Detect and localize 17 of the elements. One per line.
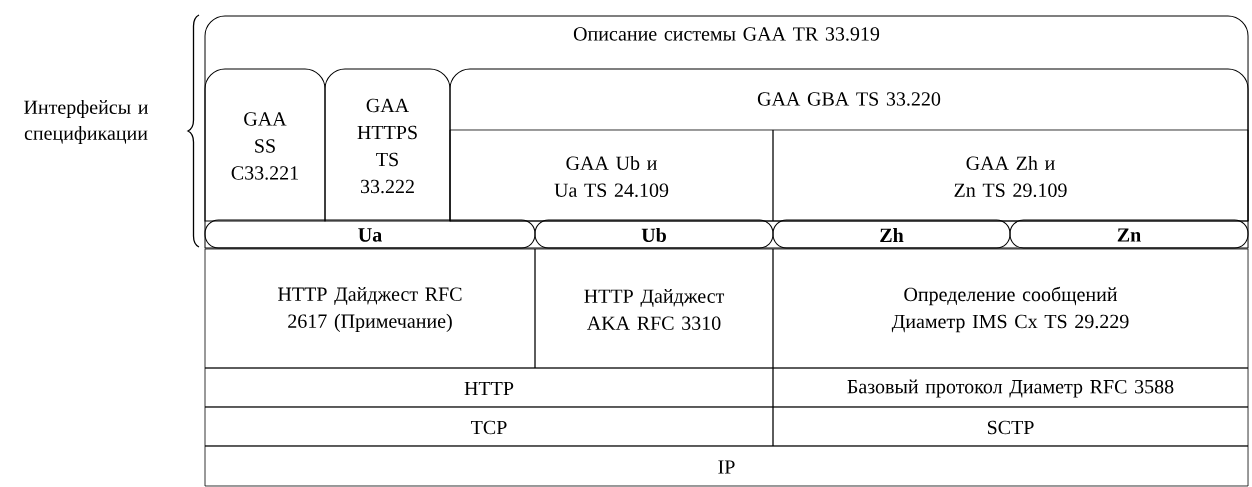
protocol-box: HTTP Дайджест AKA RFC 3310 bbox=[534, 248, 774, 369]
protocol-box: TCP bbox=[204, 406, 774, 447]
protocol-box: HTTP Дайджест RFC 2617 (Примечание) bbox=[204, 248, 536, 369]
protocol-box: HTTP bbox=[204, 367, 774, 408]
spec-panel: GAA SS C33.221 bbox=[204, 68, 326, 222]
interface-pill: Zh bbox=[772, 219, 1011, 249]
interface-pill: Zn bbox=[1009, 219, 1249, 249]
side-label: Интерфейсы и спецификации bbox=[24, 99, 148, 145]
spec-panel: GAA HTTPS TS 33.222 bbox=[324, 68, 451, 222]
interface-pill: Ua bbox=[204, 219, 536, 249]
interface-pill: Ub bbox=[534, 219, 774, 249]
protocol-box: Определение сообщений Диаметр IMS Cx TS 29.229 bbox=[772, 248, 1249, 369]
protocol-box: GAA Zh и Zn TS 29.109 bbox=[772, 129, 1249, 222]
protocol-box: Базовый протокол Диаметр RFC 3588 bbox=[772, 367, 1249, 408]
protocol-box: IP bbox=[204, 445, 1249, 487]
protocol-box: GAA Ub и Ua TS 24.109 bbox=[449, 129, 774, 222]
protocol-box: SCTP bbox=[772, 406, 1249, 447]
